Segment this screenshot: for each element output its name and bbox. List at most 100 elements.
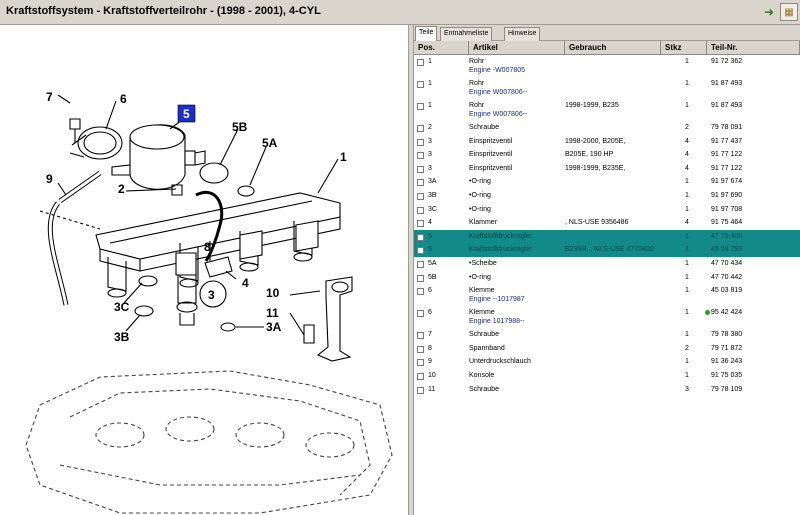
- cell-pos: 5: [428, 246, 432, 254]
- row-checkbox[interactable]: [417, 138, 424, 146]
- row-checkbox[interactable]: [417, 125, 424, 132]
- tab-entnahmeliste[interactable]: Entnahmeliste: [440, 27, 493, 41]
- cell-teil-nr: 91 77 122: [711, 164, 743, 172]
- callout-5[interactable]: 5: [183, 107, 190, 121]
- callout-3[interactable]: 3: [208, 288, 215, 302]
- cell-teil-nr: 91 87 493: [711, 80, 743, 87]
- column-gebrauch[interactable]: Gebrauch: [565, 41, 661, 55]
- row-checkbox[interactable]: [417, 288, 424, 296]
- row-checkbox[interactable]: [417, 206, 424, 214]
- cell-stkz: 1: [685, 287, 689, 295]
- row-checkbox[interactable]: [417, 332, 424, 340]
- cell-teil-nr: 79 71 872: [711, 344, 743, 352]
- row-checkbox[interactable]: [417, 103, 424, 110]
- cell-gebrauch: B205E, 190 HP: [565, 151, 614, 159]
- cell-pos: 9: [428, 358, 432, 366]
- column-stkz[interactable]: Stkz: [661, 41, 707, 55]
- callout-8[interactable]: 8: [204, 240, 211, 254]
- cell-artikel: Schraube: [469, 124, 499, 131]
- tree-view-icon[interactable]: ▦: [780, 3, 798, 21]
- row-checkbox[interactable]: [417, 152, 424, 160]
- row-checkbox[interactable]: [417, 59, 424, 66]
- row-checkbox[interactable]: [417, 193, 424, 200]
- cell-engine-range: Engine --1017987: [469, 296, 525, 304]
- cell-engine-range: Engine W007806--: [469, 89, 528, 96]
- row-checkbox[interactable]: [417, 179, 424, 187]
- cell-artikel: Rohr: [469, 80, 485, 87]
- cell-stkz: 1: [685, 246, 689, 254]
- cell-gebrauch: , NLS-USE 9356486: [565, 219, 629, 227]
- callout-9[interactable]: 9: [46, 172, 53, 186]
- cell-teil-nr: 95 42 424: [711, 309, 743, 317]
- callout-5b[interactable]: 5B: [232, 120, 248, 134]
- cell-teil-nr: 91 97 690: [711, 192, 743, 199]
- column-artikel[interactable]: Artikel: [469, 41, 565, 55]
- callout-7[interactable]: 7: [46, 90, 53, 104]
- cell-stkz: 1: [685, 192, 689, 199]
- cell-teil-nr: 45 03 819: [711, 287, 743, 295]
- callout-3b[interactable]: 3B: [114, 330, 130, 344]
- callout-3c[interactable]: 3C: [114, 300, 130, 314]
- cell-stkz: 1: [685, 102, 689, 109]
- row-checkbox[interactable]: [417, 373, 424, 380]
- callout-6[interactable]: 6: [120, 92, 127, 106]
- callout-2[interactable]: 2: [118, 182, 125, 196]
- cell-stkz: 1: [685, 372, 689, 379]
- cell-pos: 3: [428, 164, 432, 172]
- row-checkbox[interactable]: [417, 274, 424, 282]
- row-checkbox[interactable]: [417, 359, 424, 367]
- export-arrow-icon[interactable]: ➜: [763, 5, 775, 19]
- callout-11[interactable]: 11: [266, 306, 279, 320]
- callout-3a[interactable]: 3A: [266, 320, 282, 334]
- column-teil-nr[interactable]: Teil-Nr.: [707, 41, 800, 55]
- row-checkbox[interactable]: [417, 233, 424, 241]
- callout-5-highlight[interactable]: [177, 104, 196, 123]
- row-checkbox[interactable]: [417, 220, 424, 228]
- row-checkbox[interactable]: [417, 261, 424, 268]
- row-checkbox[interactable]: [417, 386, 424, 394]
- callout-5a[interactable]: 5A: [262, 136, 278, 150]
- parts-diagram: 7 6 5 5B 5A 1 9 2 8 4 3 3C 3B 10 11 3A: [0, 25, 408, 515]
- callout-10[interactable]: 10: [266, 286, 280, 300]
- column-pos[interactable]: Pos.: [414, 41, 469, 55]
- cell-teil-nr: 91 97 708: [711, 205, 743, 213]
- tab-hinweise[interactable]: Hinweise: [504, 27, 541, 41]
- tab-bar: Teile Entnahmeliste Hinweise: [414, 25, 800, 41]
- row-checkbox[interactable]: [417, 345, 424, 353]
- cell-stkz: 4: [685, 164, 689, 172]
- cell-artikel: Klemme: [469, 287, 495, 295]
- row-checkbox[interactable]: [417, 310, 424, 318]
- callout-4[interactable]: 4: [242, 276, 249, 290]
- callout-1[interactable]: 1: [340, 150, 347, 164]
- row-checkbox[interactable]: [417, 165, 424, 173]
- tab-teile[interactable]: Teile: [415, 26, 438, 41]
- row-checkbox[interactable]: [417, 81, 424, 88]
- pane-splitter[interactable]: [408, 25, 414, 515]
- cell-pos: 3: [428, 137, 432, 145]
- cell-pos: 10: [428, 372, 436, 379]
- title-bar: Kraftstoffsystem - Kraftstoffverteilrohr…: [0, 0, 800, 25]
- row-checkbox[interactable]: [417, 247, 424, 255]
